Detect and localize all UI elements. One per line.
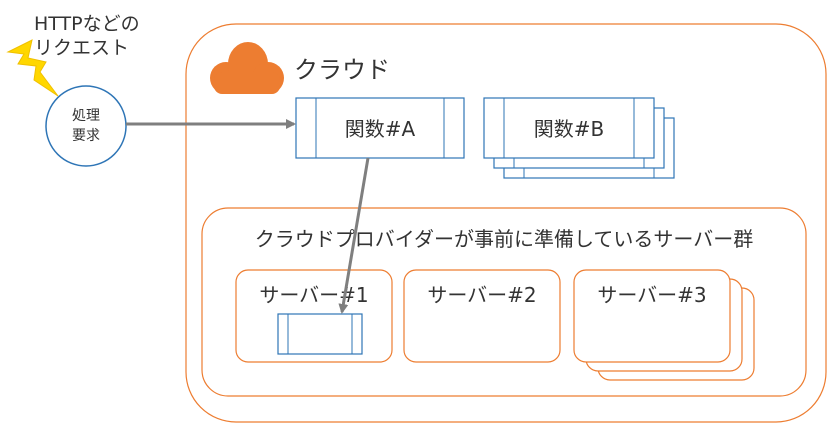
function-a-box <box>295 97 465 159</box>
server-group-container <box>201 207 807 397</box>
cloud-container <box>185 23 827 423</box>
server-1-label: サーバー#1 <box>259 283 368 307</box>
server-3-stack <box>573 269 755 381</box>
lightning-icon <box>6 39 59 97</box>
server-2-box <box>403 269 561 363</box>
function-b-stack <box>483 97 675 179</box>
server-2-label: サーバー#2 <box>427 283 536 307</box>
cloud-label: クラウド <box>294 56 390 84</box>
arrow-function-a-to-server-1 <box>338 157 370 314</box>
cloud-icon <box>210 42 284 94</box>
server-group-label: クラウドプロバイダーが事前に準備しているサーバー群 <box>255 227 753 251</box>
request-note-line1: HTTPなどの <box>34 13 140 35</box>
process-request-line1: 処理 <box>72 108 100 124</box>
process-request-node <box>45 85 127 167</box>
server-3-label: サーバー#3 <box>597 283 706 307</box>
request-note-line2: リクエスト <box>34 37 129 59</box>
function-a-label: 関数#A <box>345 117 416 141</box>
process-request-line2: 要求 <box>72 128 100 144</box>
function-b-label: 関数#B <box>534 117 604 141</box>
deployed-function-box <box>277 313 363 355</box>
